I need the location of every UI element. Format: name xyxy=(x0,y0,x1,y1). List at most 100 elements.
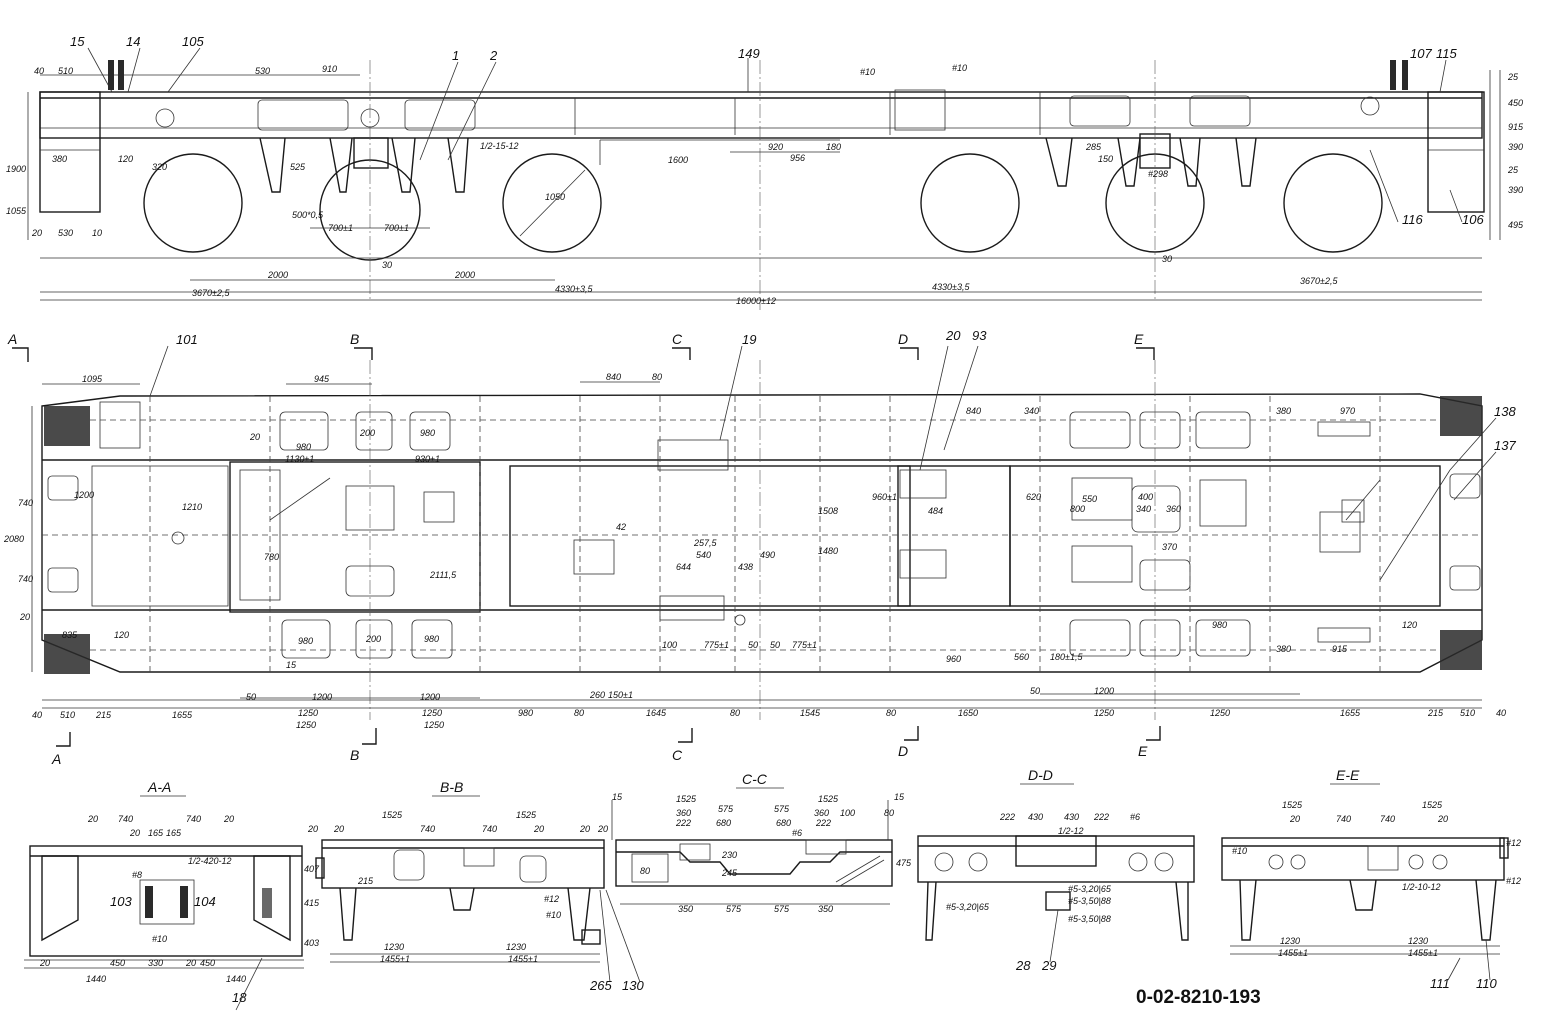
dim-label: 1230 xyxy=(384,942,404,952)
dim-label: 960±1 xyxy=(872,492,897,502)
dim-label: 1440 xyxy=(86,974,106,984)
side-wheels xyxy=(143,153,1383,261)
plan-view: A B C D E A B C D E 101 19 20 93 138 137… xyxy=(3,328,1516,767)
side-ref-116: 116 xyxy=(1402,212,1423,227)
dim-label: 680 xyxy=(716,818,731,828)
dim-label: #10 xyxy=(860,67,875,77)
dim-label: 1230 xyxy=(506,942,526,952)
dim-label: 475 xyxy=(896,858,912,868)
dim-label: 80 xyxy=(574,708,584,718)
dim-label: #5-3,20|65 xyxy=(946,902,990,912)
section-c-c-body xyxy=(615,839,893,887)
dim-label: 320 xyxy=(152,162,167,172)
dim-label: #10 xyxy=(952,63,967,73)
dim-label: 1/2-15-12 xyxy=(480,141,519,151)
dim-label: 25 xyxy=(1507,72,1519,82)
side-ref-1: 1 xyxy=(452,48,459,63)
dim-label: 350 xyxy=(818,904,833,914)
dim-label: 215 xyxy=(95,710,112,720)
side-ref-107: 107 xyxy=(1410,46,1432,61)
dim-label: 20 xyxy=(307,824,318,834)
dim-label: 257,5 xyxy=(693,538,718,548)
dim-label: 20 xyxy=(39,958,50,968)
dim-label: 30 xyxy=(382,260,392,270)
dim-label: 50 xyxy=(770,640,780,650)
dim-label: 260 xyxy=(589,690,605,700)
side-leaders xyxy=(87,47,1463,223)
dim-label: 1200 xyxy=(74,490,94,500)
dim-label: 1525 xyxy=(516,810,537,820)
section-marker-c-top: C xyxy=(672,331,683,347)
dim-label: 910 xyxy=(322,64,337,74)
plan-dimension-lines xyxy=(31,381,1482,709)
dim-label: 3670±2,5 xyxy=(192,288,230,298)
section-d-d-body xyxy=(917,835,1195,883)
dim-label: 390 xyxy=(1508,185,1523,195)
plan-center-frame-mid xyxy=(897,465,1011,607)
dim-label: 430 xyxy=(1064,812,1079,822)
dim-label: 740 xyxy=(482,824,497,834)
dim-label: 16000±12 xyxy=(736,296,776,306)
dim-label: 285 xyxy=(1085,142,1102,152)
dim-label: 740 xyxy=(1380,814,1395,824)
dim-label: 390 xyxy=(1508,142,1523,152)
section-marker-c-bottom: C xyxy=(672,747,683,763)
dim-label: 15 xyxy=(612,792,623,802)
dim-label: 575 xyxy=(774,804,790,814)
dim-label: 550 xyxy=(1082,494,1097,504)
dim-label: 1/2-12 xyxy=(1058,826,1084,836)
dim-label: 530 xyxy=(255,66,270,76)
dim-label: #10 xyxy=(152,934,167,944)
dim-label: #10 xyxy=(1232,846,1247,856)
dim-label: 403 xyxy=(304,938,319,948)
section-e-e: E-E 111 110 1525 20 740 740 1525 20 #10 … xyxy=(1221,767,1521,991)
dim-label: 956 xyxy=(790,153,805,163)
dim-label: 20 xyxy=(129,828,140,838)
dim-label: 1200 xyxy=(1094,686,1114,696)
section-title-d-d: D-D xyxy=(1028,767,1053,783)
side-ref-115: 115 xyxy=(1436,46,1457,61)
dim-label: #5-3,50|88 xyxy=(1068,896,1111,906)
dim-label: 510 xyxy=(58,66,73,76)
dim-label: 1250 xyxy=(422,708,442,718)
aa-ref-18: 18 xyxy=(232,990,247,1005)
aa-ref-104: 104 xyxy=(194,894,216,909)
dim-label: 575 xyxy=(726,904,742,914)
dim-label: 450 xyxy=(200,958,215,968)
section-d-d: D-D 28 29 222 430 430 222 #6 1/2-12 #5-3… xyxy=(917,767,1195,973)
dim-label: 1250 xyxy=(424,720,444,730)
dim-label: 40 xyxy=(34,66,44,76)
dim-label: 165 xyxy=(148,828,164,838)
dim-label: 1/2-10-12 xyxy=(1402,882,1441,892)
dim-label: 970 xyxy=(1340,406,1355,416)
plan-end-frame-left xyxy=(91,465,229,607)
dim-label: 1525 xyxy=(382,810,403,820)
dim-label: 1525 xyxy=(676,794,697,804)
dim-label: 1210 xyxy=(182,502,202,512)
dim-label: 222 xyxy=(815,818,831,828)
dim-label: 644 xyxy=(676,562,691,572)
plan-buffer-br xyxy=(1440,630,1482,670)
dim-label: #6 xyxy=(1130,812,1140,822)
dim-label: 15 xyxy=(286,660,297,670)
dim-label: 2111,5 xyxy=(429,570,457,580)
dim-label: 438 xyxy=(738,562,753,572)
dim-label: 215 xyxy=(1427,708,1444,718)
dim-label: 330 xyxy=(148,958,163,968)
plan-ref-20: 20 xyxy=(945,328,961,343)
plan-buffer-tl xyxy=(44,406,90,446)
dim-label: 1480 xyxy=(818,546,838,556)
plan-ref-93: 93 xyxy=(972,328,987,343)
dim-label: 740 xyxy=(1336,814,1351,824)
dim-label: 380 xyxy=(52,154,67,164)
dim-label: 80 xyxy=(884,808,894,818)
dim-label: 20 xyxy=(333,824,344,834)
dim-label: #12 xyxy=(544,894,559,904)
dim-label: 20 xyxy=(579,824,590,834)
dim-label: 530 xyxy=(58,228,73,238)
dim-label: 20 xyxy=(249,432,260,442)
section-marker-a-top: A xyxy=(7,331,17,347)
dim-label: 80 xyxy=(886,708,896,718)
dim-label: 20 xyxy=(597,824,608,834)
dim-label: 120 xyxy=(1402,620,1417,630)
